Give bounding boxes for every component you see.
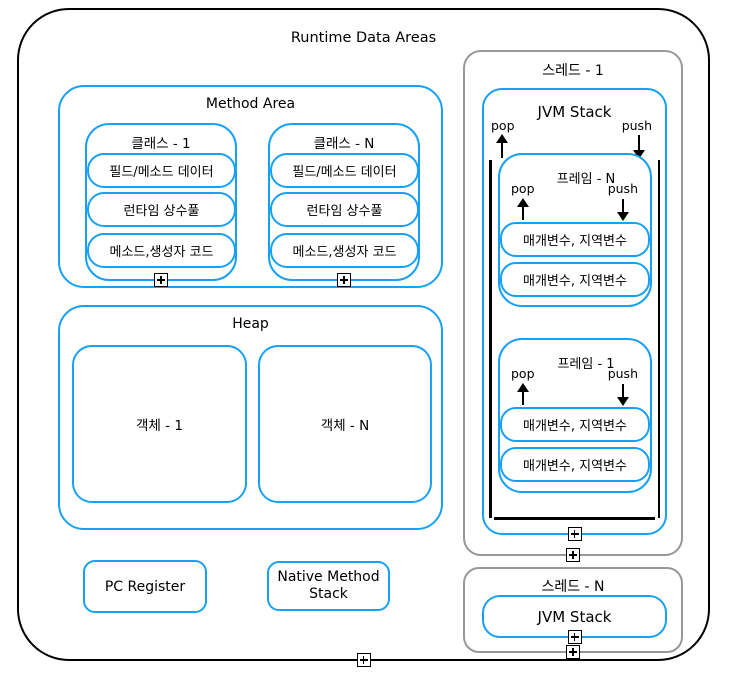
pop-arrow-icon (517, 198, 529, 220)
stack-wall-left (489, 160, 492, 518)
heap-title: Heap (232, 316, 269, 332)
jvm-stack-n-box: JVM Stack (482, 595, 667, 644)
class-1-box: 클래스 - 1 필드/메소드 데이터 런타임 상수풀 메소드,생성자 코드 (85, 123, 237, 287)
class-1-field-method-data: 필드/메소드 데이터 (87, 153, 236, 188)
frame-pop-label: pop (511, 181, 535, 196)
push-arrow-icon (617, 384, 629, 406)
expand-icon[interactable] (567, 527, 582, 541)
push-arrow-icon (617, 199, 629, 221)
thread-1-box: 스레드 - 1 JVM Stack pop push 프레임 - N pop p… (463, 50, 683, 562)
expand-icon[interactable] (154, 273, 168, 287)
pc-register-box: PC Register (83, 560, 207, 613)
jvm-stack-1-title: JVM Stack (537, 103, 612, 121)
class-n-box: 클래스 - N 필드/메소드 데이터 런타임 상수풀 메소드,생성자 코드 (268, 123, 420, 287)
frame-pop-label: pop (511, 366, 535, 381)
pop-arrow-icon (517, 383, 529, 405)
stack-pop-label: pop (491, 118, 515, 133)
expand-icon[interactable] (566, 645, 580, 659)
object-n-box: 객체 - N (258, 345, 432, 503)
thread-n-box: 스레드 - N JVM Stack (463, 567, 683, 659)
frame-1-title: 프레임 - 1 (557, 357, 615, 372)
class-1-runtime-constant-pool: 런타임 상수풀 (87, 192, 236, 227)
expand-icon[interactable] (567, 630, 582, 644)
jvm-stack-n-title: JVM Stack (537, 607, 612, 626)
expand-icon[interactable] (356, 653, 371, 667)
method-area-box: Method Area 클래스 - 1 필드/메소드 데이터 런타임 상수풀 메… (58, 85, 443, 288)
runtime-data-areas-box: Runtime Data Areas Method Area 클래스 - 1 필… (17, 8, 710, 667)
stack-wall-bottom (494, 517, 655, 520)
diagram-title: Runtime Data Areas (290, 30, 437, 46)
method-area-title: Method Area (205, 96, 296, 112)
frame-push-label: push (607, 366, 638, 381)
class-n-title: 클래스 - N (313, 136, 375, 152)
class-n-method-constructor-code: 메소드,생성자 코드 (270, 233, 419, 268)
frame-n-variables-1: 매개변수, 지역변수 (500, 222, 650, 257)
expand-icon[interactable] (566, 548, 580, 562)
frame-1-variables-1: 매개변수, 지역변수 (500, 407, 650, 442)
native-method-stack-box: Native Method Stack (267, 561, 390, 611)
heap-box: Heap 객체 - 1 객체 - N (58, 305, 443, 530)
push-arrow-icon (633, 135, 645, 159)
frame-1-box: 프레임 - 1 pop push 매개변수, 지역변수 매개변수, 지역변수 (498, 338, 652, 493)
thread-1-title: 스레드 - 1 (542, 63, 604, 79)
frame-n-variables-2: 매개변수, 지역변수 (500, 262, 650, 297)
thread-n-title: 스레드 - N (541, 579, 605, 595)
class-n-runtime-constant-pool: 런타임 상수풀 (270, 192, 419, 227)
frame-n-title: 프레임 - N (556, 172, 616, 187)
pop-arrow-icon (496, 134, 508, 158)
class-1-method-constructor-code: 메소드,생성자 코드 (87, 233, 236, 268)
stack-push-label: push (621, 118, 652, 133)
frame-n-box: 프레임 - N pop push 매개변수, 지역변수 매개변수, 지역변수 (498, 153, 652, 307)
frame-1-variables-2: 매개변수, 지역변수 (500, 447, 650, 482)
frame-push-label: push (607, 181, 638, 196)
stack-wall-right (657, 160, 660, 518)
object-1-box: 객체 - 1 (72, 345, 247, 503)
class-1-title: 클래스 - 1 (131, 136, 191, 152)
jvm-stack-1-box: JVM Stack pop push 프레임 - N pop push 매개변수… (482, 88, 667, 541)
class-n-field-method-data: 필드/메소드 데이터 (270, 153, 419, 188)
expand-icon[interactable] (337, 273, 351, 287)
